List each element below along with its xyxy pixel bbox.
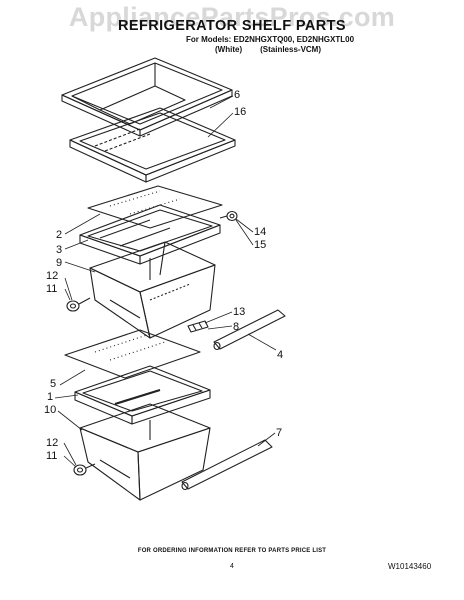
part-11-12-knob-lower xyxy=(73,463,96,476)
callout-15: 15 xyxy=(254,239,266,251)
model-variants: (White) (Stainless-VCM) xyxy=(215,45,339,54)
callout-11-upper: 11 xyxy=(46,283,57,295)
part-10-crisper-drawer-lower xyxy=(79,403,211,501)
callout-3: 3 xyxy=(56,244,62,256)
part-16-shelf-frame xyxy=(69,107,236,183)
variant-stainless: (Stainless-VCM) xyxy=(260,45,322,54)
callout-1: 1 xyxy=(47,391,53,403)
callout-9: 9 xyxy=(56,257,62,269)
callout-10: 10 xyxy=(44,404,56,416)
variant-white: (White) xyxy=(215,45,243,54)
part-2-3-crisper-cover xyxy=(79,204,221,265)
callout-12-upper: 12 xyxy=(46,270,58,282)
part-6-shelf-frame xyxy=(61,57,233,137)
callout-12-lower: 12 xyxy=(46,437,58,449)
model-list: For Models: ED2NHGXTQ00, ED2NHGXTL00 xyxy=(186,35,355,44)
callout-13: 13 xyxy=(233,306,245,318)
document-id: W10143460 xyxy=(388,562,432,571)
callout-14: 14 xyxy=(254,226,266,238)
part-1-crisper-cover-lower xyxy=(74,365,211,425)
part-4-bar xyxy=(213,309,286,351)
part-7-bar xyxy=(181,439,273,491)
callout-2: 2 xyxy=(56,229,62,241)
part-11-12-knob-upper xyxy=(66,297,91,312)
callout-4: 4 xyxy=(277,349,283,361)
callout-7: 7 xyxy=(276,427,282,439)
page-number: 4 xyxy=(230,563,234,570)
ordering-note: FOR ORDERING INFORMATION REFER TO PARTS … xyxy=(137,548,327,554)
callout-5: 5 xyxy=(50,378,56,390)
part-5-glass-panel-lower xyxy=(64,329,201,379)
callout-16: 16 xyxy=(234,106,246,118)
callout-8: 8 xyxy=(233,321,239,333)
callout-leaders xyxy=(54,95,277,468)
part-9-crisper-drawer xyxy=(89,241,216,339)
watermark: AppliancePartsPros.com xyxy=(68,2,396,32)
part-8-13-clip xyxy=(187,320,209,333)
callout-6: 6 xyxy=(234,89,240,101)
callout-11-lower: 11 xyxy=(46,450,57,462)
part-14-15-knob-right xyxy=(219,210,238,222)
callout-labels: 6 16 2 3 9 12 11 14 15 13 8 4 5 1 10 12 … xyxy=(44,89,283,462)
page-title: REFRIGERATOR SHELF PARTS xyxy=(118,18,346,34)
